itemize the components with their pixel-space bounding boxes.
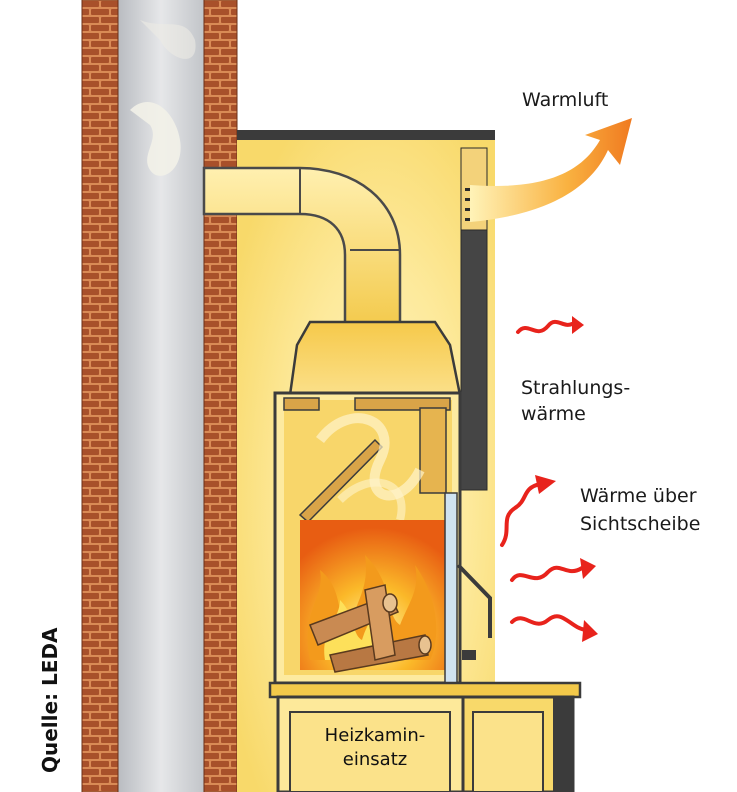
brick-wall-left [81, 0, 119, 792]
logs [309, 584, 432, 673]
source-credit: Quelle: LEDA [38, 627, 62, 773]
label-glass-heat-line2: Sichtscheibe [580, 513, 701, 535]
flue-smoke [130, 101, 181, 176]
heat-arrow [516, 320, 574, 334]
heat-arrow [510, 565, 584, 582]
label-glass-heat-line1: Wärme über [580, 485, 697, 507]
flue-pipe [202, 166, 402, 332]
label-insert-line2: einsatz [342, 749, 408, 770]
heat-arrow-head [580, 558, 596, 579]
glass-door [444, 492, 458, 684]
heat-arrow [510, 614, 588, 632]
label-warm-air: Warmluft [522, 89, 609, 111]
brick-wall-right [203, 0, 238, 792]
heat-arrow-head [582, 620, 598, 642]
insert-hood [288, 320, 462, 397]
label-insert: Heizkamin- einsatz [300, 724, 450, 772]
door-handle [456, 563, 492, 638]
heat-arrow-head [572, 316, 584, 334]
label-insert-line1: Heizkamin- [324, 725, 426, 746]
warm-air-arrow [470, 118, 632, 222]
heat-arrow-head [535, 475, 556, 494]
label-radiant-heat-line1: Strahlungs- [521, 377, 631, 399]
heat-arrow [500, 482, 542, 547]
hearth-plate [268, 681, 582, 699]
label-radiant-heat-line2: wärme [521, 403, 586, 425]
